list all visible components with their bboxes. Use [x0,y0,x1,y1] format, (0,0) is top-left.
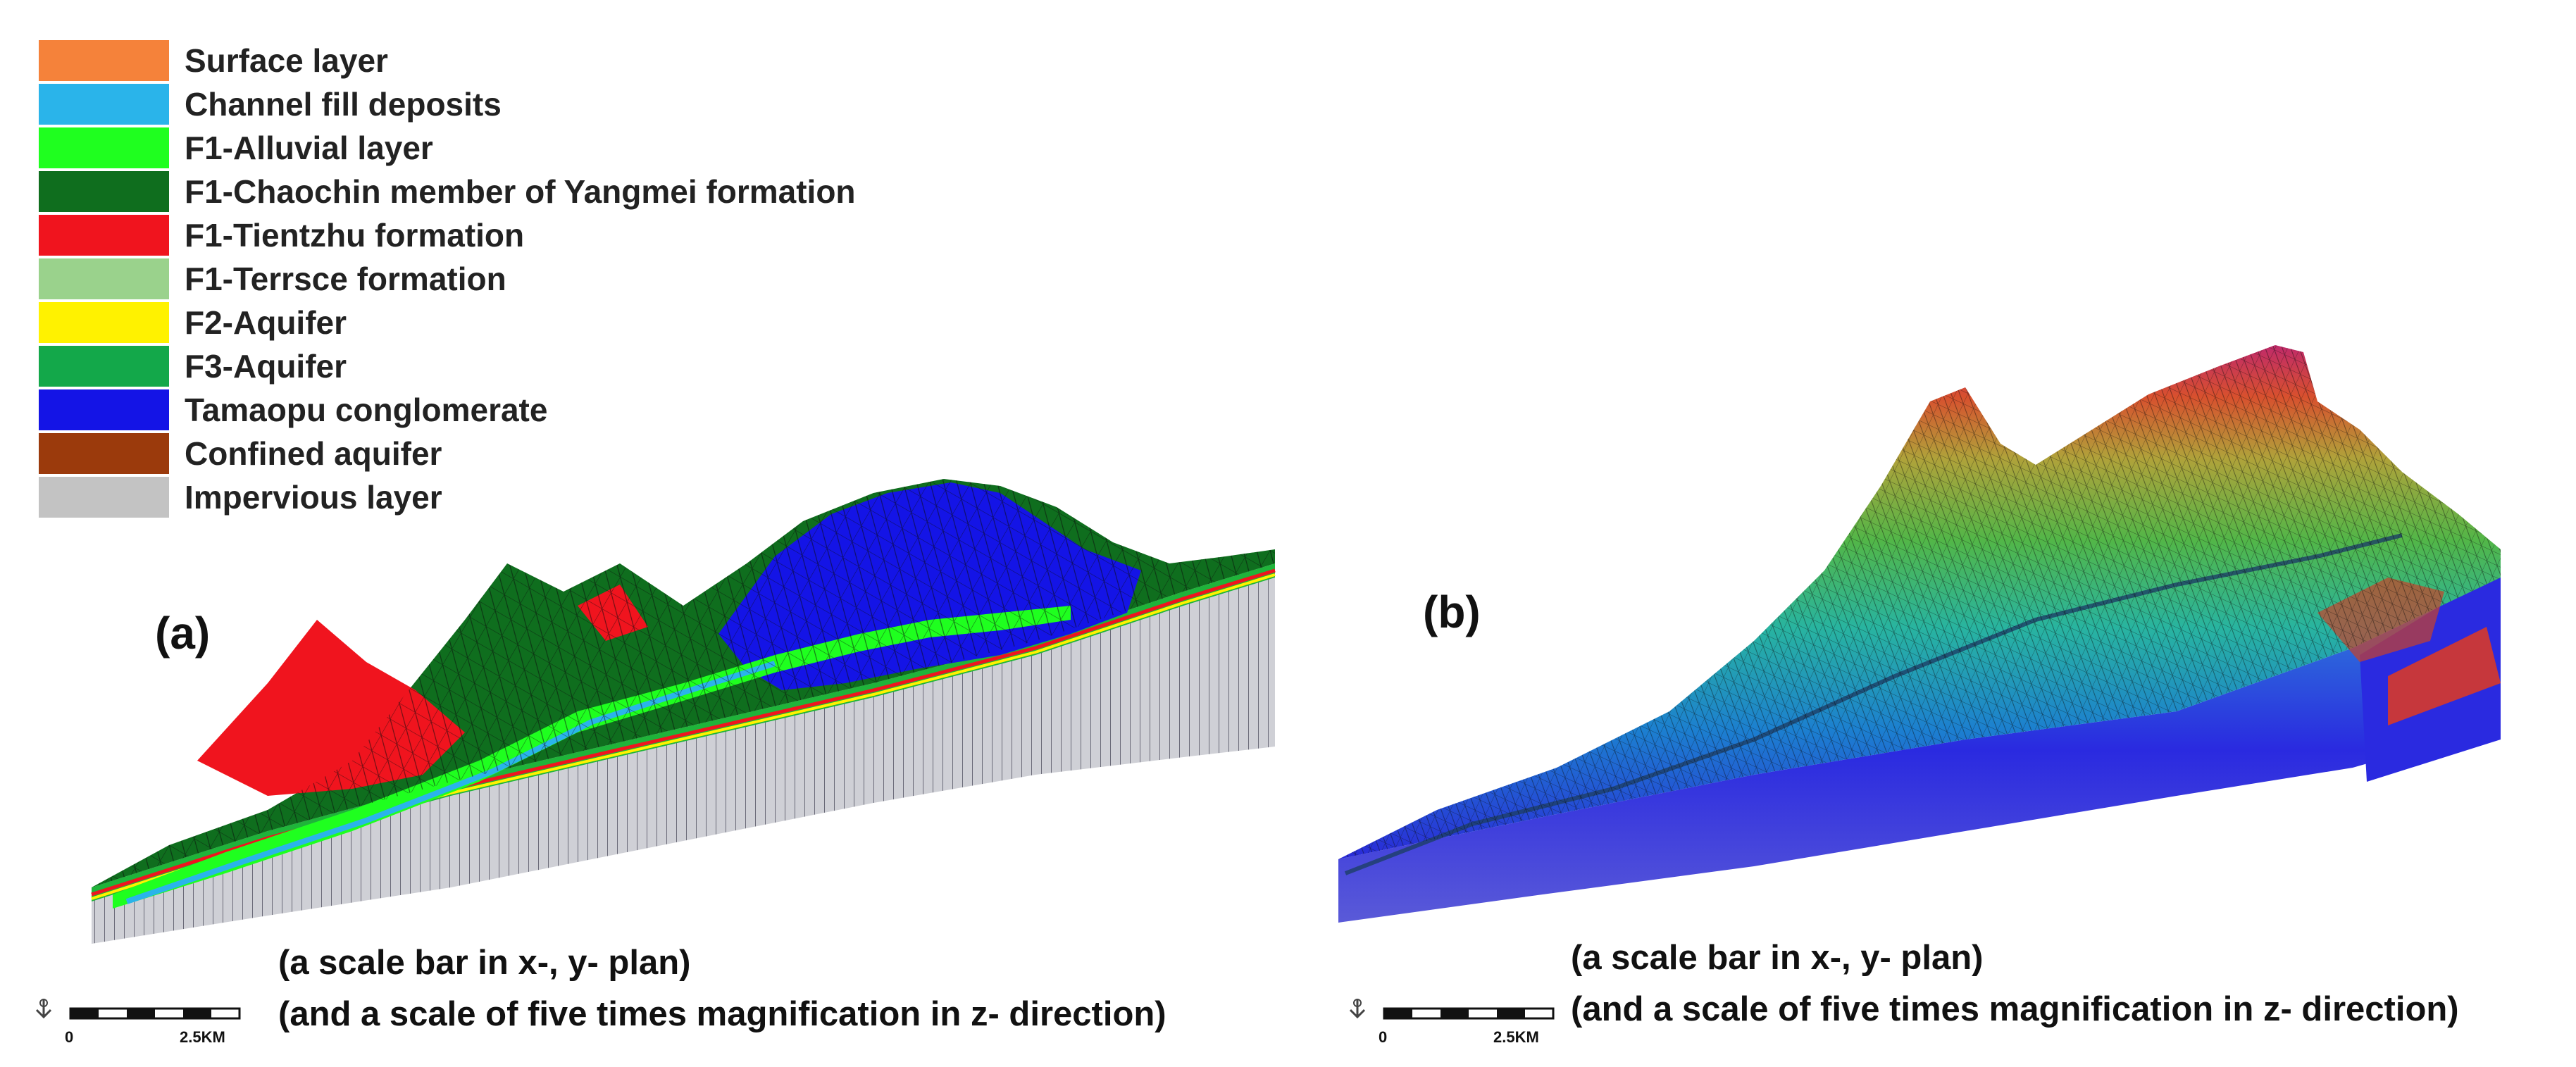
legend-item: Surface layer [39,39,1095,82]
panel-b-caption-line1: (a scale bar in x-, y- plan) [1571,939,1984,977]
legend-label: Tamaopu conglomerate [185,392,548,428]
legend-item: F1-Tientzhu formation [39,213,1095,257]
panel-b-caption-line2: (and a scale of five times magnification… [1571,990,2459,1028]
legend-swatch [39,127,169,168]
legend-swatch [39,40,169,81]
legend-swatch [39,433,169,474]
legend-swatch [39,258,169,299]
legend-swatch [39,346,169,387]
legend-label: Confined aquifer [185,435,442,472]
panel-b-scale-start: 0 [1379,1028,1387,1046]
legend-item: F1-Terrsce formation [39,257,1095,301]
legend-item: F3-Aquifer [39,344,1095,388]
legend-swatch [39,171,169,212]
legend-label: F1-Alluvial layer [185,130,433,166]
legend-swatch [39,215,169,256]
panel-a-scale-bar: 0 2.5KM [35,999,241,1046]
legend-label: F2-Aquifer [185,304,347,341]
legend-label: F1-Chaochin member of Yangmei formation [185,173,856,210]
panel-a-caption-line2: (and a scale of five times magnification… [278,995,1166,1033]
legend-item: Channel fill deposits [39,82,1095,126]
north-arrow-icon [1349,999,1366,1019]
legend-label: Surface layer [185,42,388,79]
legend-label: Channel fill deposits [185,86,502,123]
legend-item: Tamaopu conglomerate [39,388,1095,432]
legend-item: Confined aquifer [39,432,1095,475]
panel-b-label: (b) [1423,587,1481,637]
panel-b-scale-bar: 0 2.5KM [1349,999,1555,1046]
legend-swatch [39,302,169,343]
legend-item: F1-Chaochin member of Yangmei formation [39,170,1095,213]
legend-item: F2-Aquifer [39,301,1095,344]
legend-swatch [39,389,169,430]
legend-label: F3-Aquifer [185,348,347,385]
legend-item: Impervious layer [39,475,1095,519]
legend-item: F1-Alluvial layer [39,126,1095,170]
panel-a-scale-start: 0 [65,1028,73,1046]
legend-swatch [39,84,169,125]
model-b-3d-view [1338,345,2501,923]
model-b-side-wall [1338,578,2501,923]
legend-swatch [39,477,169,518]
panel-a-label: (a) [155,608,211,659]
panel-a-caption-line1: (a scale bar in x-, y- plan) [278,944,691,982]
legend-label: F1-Tientzhu formation [185,217,525,254]
legend-label: Impervious layer [185,479,442,516]
model-a-3d-view [91,479,1276,944]
panel-a-scale-end: 2.5KM [180,1028,225,1046]
panel-b-scale-end: 2.5KM [1493,1028,1539,1046]
north-arrow-icon [35,999,52,1019]
legend-label: F1-Terrsce formation [185,261,506,297]
